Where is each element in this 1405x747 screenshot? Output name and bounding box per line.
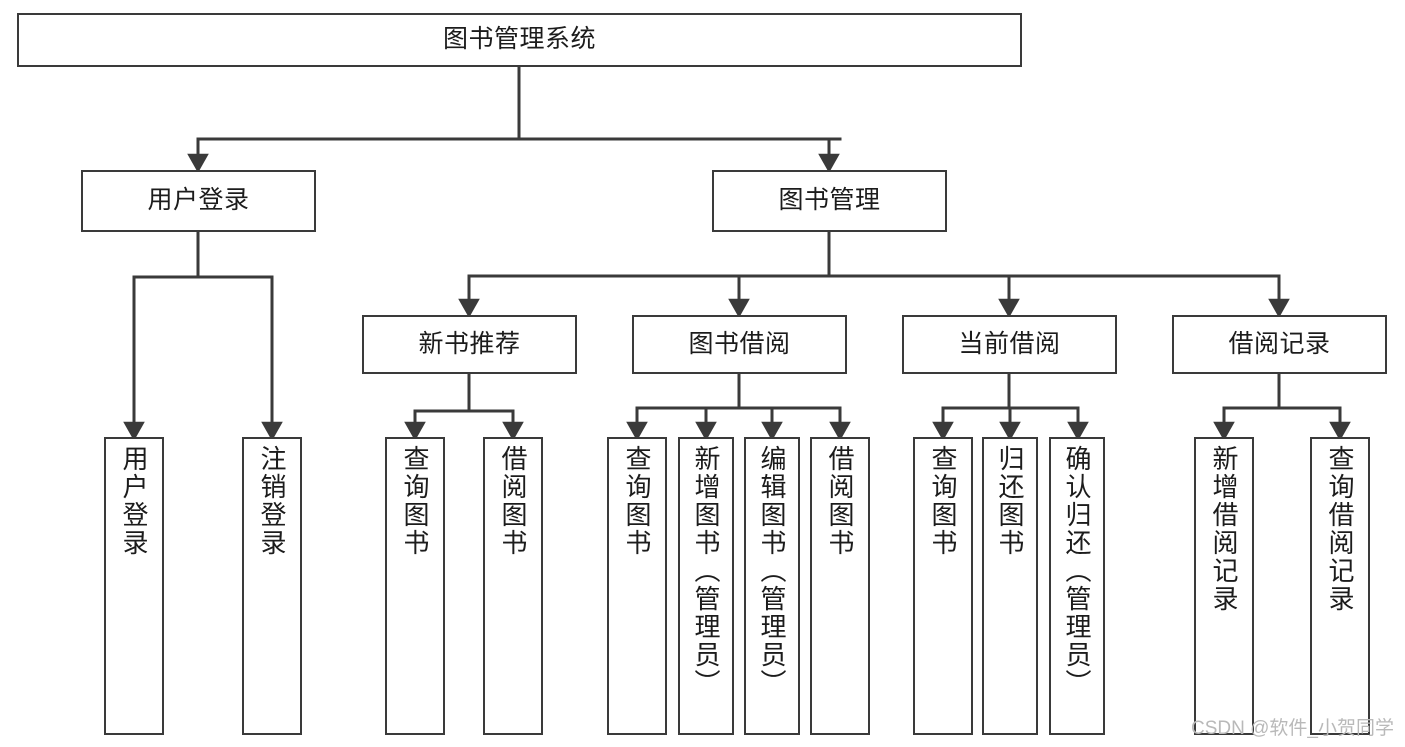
node-leaf-confirm-return[interactable]: 确认归还（管理员） bbox=[1049, 437, 1105, 735]
node-leaf-return-book-label: 归还图书 bbox=[995, 445, 1025, 557]
node-leaf-query-book-1[interactable]: 查询图书 bbox=[385, 437, 445, 735]
node-leaf-user-login-label: 用户登录 bbox=[119, 445, 149, 557]
node-user-login-label: 用户登录 bbox=[147, 186, 250, 215]
node-current-borrow-label: 当前借阅 bbox=[958, 329, 1061, 358]
node-new-book-recommend-label: 新书推荐 bbox=[418, 329, 521, 358]
node-book-borrow[interactable]: 图书借阅 bbox=[632, 315, 847, 374]
node-book-manage-label: 图书管理 bbox=[778, 186, 881, 215]
node-leaf-add-record[interactable]: 新增借阅记录 bbox=[1194, 437, 1254, 735]
node-leaf-query-record[interactable]: 查询借阅记录 bbox=[1310, 437, 1370, 735]
node-leaf-edit-book[interactable]: 编辑图书（管理员） bbox=[744, 437, 800, 735]
node-leaf-borrow-book-1[interactable]: 借阅图书 bbox=[483, 437, 543, 735]
node-leaf-query-book-1-label: 查询图书 bbox=[400, 445, 430, 557]
node-user-login[interactable]: 用户登录 bbox=[81, 170, 316, 232]
node-leaf-borrow-book-1-label: 借阅图书 bbox=[498, 445, 528, 557]
node-leaf-logout[interactable]: 注销登录 bbox=[242, 437, 302, 735]
node-leaf-borrow-book-2-label: 借阅图书 bbox=[825, 445, 855, 557]
node-current-borrow[interactable]: 当前借阅 bbox=[902, 315, 1117, 374]
node-new-book-recommend[interactable]: 新书推荐 bbox=[362, 315, 577, 374]
node-leaf-logout-label: 注销登录 bbox=[257, 445, 287, 557]
node-leaf-user-login[interactable]: 用户登录 bbox=[104, 437, 164, 735]
node-leaf-query-book-3[interactable]: 查询图书 bbox=[913, 437, 973, 735]
node-leaf-return-book[interactable]: 归还图书 bbox=[982, 437, 1038, 735]
node-leaf-query-book-2-label: 查询图书 bbox=[622, 445, 652, 557]
csdn-watermark: CSDN @软件_小贺同学 bbox=[1191, 718, 1394, 739]
node-leaf-add-record-label: 新增借阅记录 bbox=[1209, 445, 1239, 613]
node-book-manage[interactable]: 图书管理 bbox=[712, 170, 947, 232]
node-leaf-edit-book-label: 编辑图书（管理员） bbox=[757, 445, 787, 697]
node-borrow-record[interactable]: 借阅记录 bbox=[1172, 315, 1387, 374]
node-leaf-add-book-label: 新增图书（管理员） bbox=[691, 445, 721, 697]
node-leaf-confirm-return-label: 确认归还（管理员） bbox=[1062, 445, 1092, 697]
node-leaf-query-book-3-label: 查询图书 bbox=[928, 445, 958, 557]
node-book-borrow-label: 图书借阅 bbox=[688, 329, 791, 358]
node-root-label: 图书管理系统 bbox=[442, 25, 596, 54]
node-leaf-borrow-book-2[interactable]: 借阅图书 bbox=[810, 437, 870, 735]
node-leaf-query-book-2[interactable]: 查询图书 bbox=[607, 437, 667, 735]
node-borrow-record-label: 借阅记录 bbox=[1228, 329, 1331, 358]
node-root[interactable]: 图书管理系统 bbox=[17, 13, 1022, 67]
node-leaf-add-book[interactable]: 新增图书（管理员） bbox=[678, 437, 734, 735]
node-leaf-query-record-label: 查询借阅记录 bbox=[1325, 445, 1355, 613]
